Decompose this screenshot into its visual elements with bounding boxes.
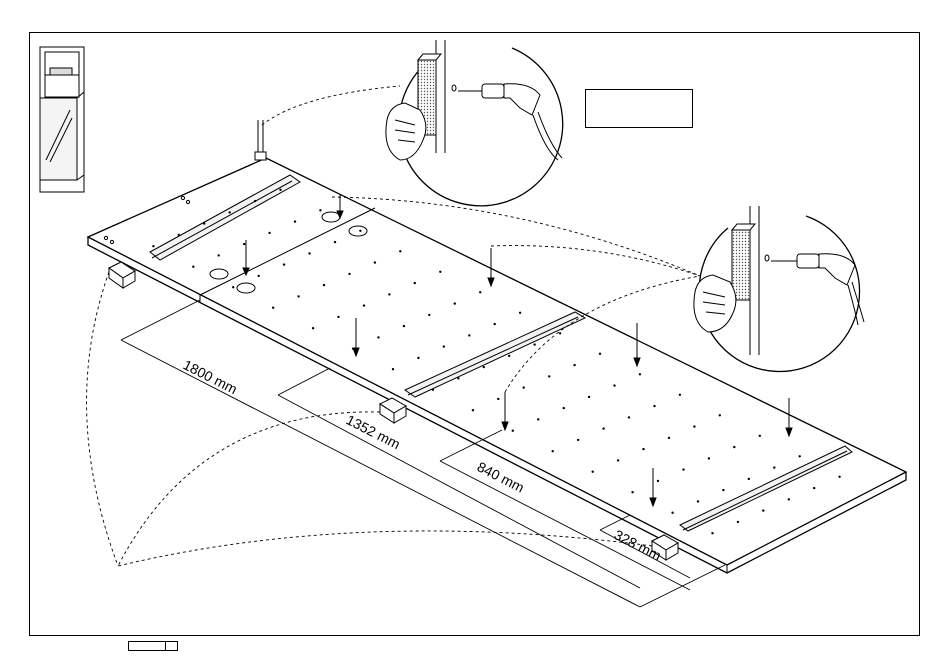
screw-hole <box>588 396 590 398</box>
screw-hole <box>671 512 673 514</box>
screw-hole <box>533 343 535 345</box>
screw-hole <box>519 312 521 314</box>
screw-hole <box>762 509 764 511</box>
screw-hole <box>377 336 379 338</box>
screw-hole <box>657 480 659 482</box>
screw-hole <box>497 398 499 400</box>
screw-hole <box>479 291 481 293</box>
screw-hole <box>308 252 310 254</box>
screw-hole <box>192 266 194 268</box>
screw-hole <box>737 521 739 523</box>
blank-label-box <box>585 89 693 128</box>
screw-hole <box>799 455 801 457</box>
screw-hole <box>679 394 681 396</box>
screw-hole <box>178 234 180 236</box>
screw-hole <box>668 437 670 439</box>
screw-hole <box>512 430 514 432</box>
screw-hole <box>232 286 234 288</box>
screw-hole <box>508 355 510 357</box>
screw-hole <box>268 232 270 234</box>
screw-hole <box>203 222 205 224</box>
screw-hole <box>733 446 735 448</box>
screw-hole <box>483 366 485 368</box>
screw-hole <box>297 295 299 297</box>
screw-hole <box>258 275 260 277</box>
screw-hole <box>218 254 220 256</box>
screw-hole <box>443 345 445 347</box>
screw-hole <box>552 450 554 452</box>
screw-hole <box>294 220 296 222</box>
screw-hole <box>653 405 655 407</box>
screw-hole <box>788 498 790 500</box>
screw-hole <box>682 468 684 470</box>
screw-hole <box>359 230 361 232</box>
screw-hole <box>617 459 619 461</box>
dimension-840: 840 mm <box>475 458 527 495</box>
screw-hole <box>472 409 474 411</box>
screw-hole <box>428 314 430 316</box>
screw-hole <box>773 466 775 468</box>
screw-hole <box>577 439 579 441</box>
screw-hole <box>312 327 314 329</box>
screw-hole <box>642 448 644 450</box>
screw-hole <box>334 241 336 243</box>
screw-hole <box>414 282 416 284</box>
screw-hole <box>279 189 281 191</box>
screw-hole <box>388 293 390 295</box>
screw-hole <box>468 334 470 336</box>
screw-hole <box>457 377 459 379</box>
screw-hole <box>454 302 456 304</box>
screw-hole <box>693 425 695 427</box>
screw-hole <box>628 416 630 418</box>
screw-hole <box>697 500 699 502</box>
screw-hole <box>573 364 575 366</box>
screw-hole <box>563 407 565 409</box>
screw-hole <box>639 373 641 375</box>
screw-hole <box>392 368 394 370</box>
screw-hole <box>283 263 285 265</box>
cabinet-thumbnail-icon <box>40 47 84 192</box>
screw-hole <box>432 389 434 391</box>
screw-hole <box>838 476 840 478</box>
screw-hole <box>337 316 339 318</box>
screw-hole <box>523 386 525 388</box>
screw-hole <box>243 243 245 245</box>
screw-hole <box>602 427 604 429</box>
screw-hole <box>319 209 321 211</box>
screw-hole <box>599 353 601 355</box>
screw-hole <box>348 273 350 275</box>
screw-hole <box>813 487 815 489</box>
screw-hole <box>403 325 405 327</box>
screw-hole <box>719 414 721 416</box>
screw-hole <box>374 261 376 263</box>
screw-hole <box>272 307 274 309</box>
page-tag <box>128 641 178 651</box>
dimension-328: 328 mm <box>612 526 664 563</box>
screw-hole <box>152 245 154 247</box>
screw-hole <box>711 532 713 534</box>
screw-hole <box>537 418 539 420</box>
page-tag-divider <box>165 642 166 650</box>
screw-hole <box>229 211 231 213</box>
screw-hole <box>548 375 550 377</box>
screw-hole <box>559 332 561 334</box>
screw-hole <box>399 250 401 252</box>
screw-hole <box>363 304 365 306</box>
screw-hole <box>494 323 496 325</box>
screw-hole <box>759 435 761 437</box>
screw-hole <box>722 489 724 491</box>
screw-hole <box>417 357 419 359</box>
screw-hole <box>708 457 710 459</box>
screw-hole <box>631 491 633 493</box>
screw-hole <box>748 478 750 480</box>
screw-hole <box>323 284 325 286</box>
screw-hole <box>613 384 615 386</box>
screw-hole <box>592 471 594 473</box>
screw-hole <box>439 271 441 273</box>
screw-hole <box>254 200 256 202</box>
dimension-1800: 1800 mm <box>181 356 240 397</box>
